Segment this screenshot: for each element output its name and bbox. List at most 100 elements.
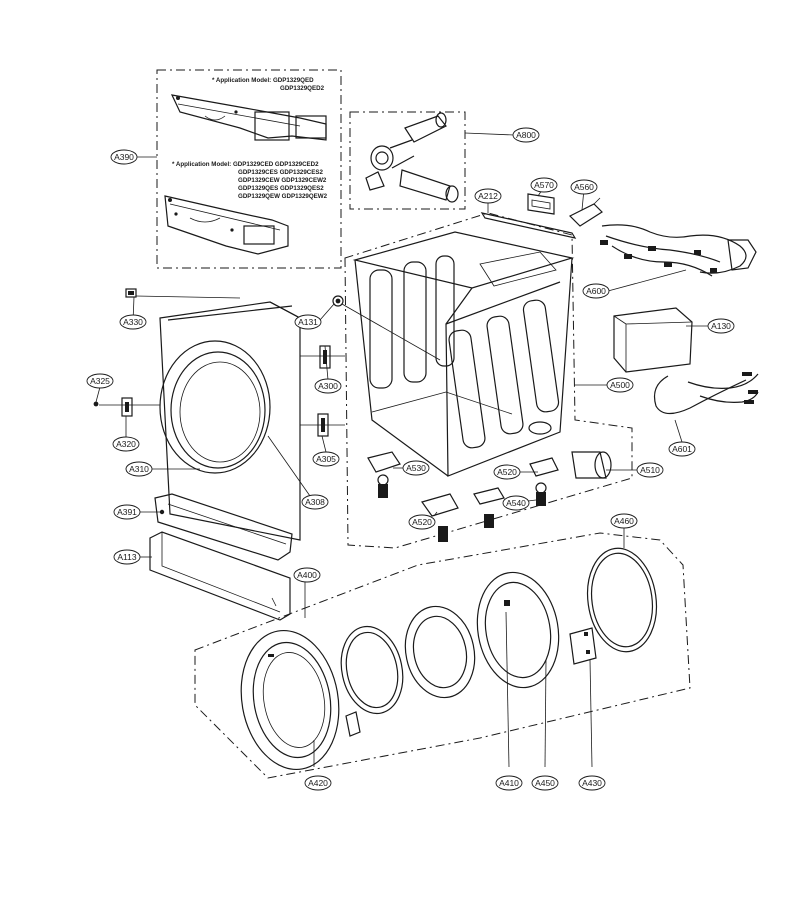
svg-text:A131: A131 [298,317,318,327]
a800-duct-box [349,111,466,210]
svg-text:A325: A325 [90,376,110,386]
svg-text:A430: A430 [582,778,602,788]
callout-a530: A530 [402,460,430,476]
callout-a130: A130 [707,318,735,334]
svg-text:A570: A570 [534,180,554,190]
callout-a330: A330 [119,314,147,330]
callout-a310: A310 [125,461,153,477]
a130-control-panel-box [613,307,693,373]
callout-a420: A420 [304,775,332,791]
door-gasket-ring [340,625,404,715]
callout-a600: A600 [582,283,610,299]
callout-a450: A450 [531,775,559,791]
a390-note-top-line2: GDP1329QED2 [280,85,325,92]
a131-grommet [332,295,344,307]
svg-text:A520: A520 [497,467,517,477]
svg-text:A308: A308 [305,497,325,507]
a390-bracket-upper [170,94,327,141]
a430-hinge-plate [569,627,597,665]
a450-inner-door-frame [476,571,560,689]
cabinet-group-boundary [344,212,633,549]
a390-bracket-lower [164,195,289,255]
callout-a510: A510 [636,462,664,478]
callout-a520-front: A520 [408,514,436,530]
a570-bracket [527,193,555,215]
callout-a800: A800 [512,127,540,143]
callout-a540: A540 [502,495,530,511]
a320-strike [121,397,133,417]
callout-a560: A560 [570,179,598,195]
svg-text:A500: A500 [610,380,630,390]
callout-a308: A308 [301,494,329,510]
svg-text:A330: A330 [123,317,143,327]
callout-a300: A300 [314,378,342,394]
a560-clip [568,197,603,227]
a212-top-rail [480,212,577,239]
svg-text:A300: A300 [318,381,338,391]
a460-door-ring [586,547,658,653]
svg-text:A310: A310 [129,464,149,474]
svg-text:A601: A601 [672,444,692,454]
callout-a430: A430 [578,775,606,791]
svg-text:A530: A530 [406,463,426,473]
a500-cabinet [352,231,575,477]
a390-option-box [156,69,342,269]
callout-a113: A113 [113,549,141,565]
callout-a391: A391 [113,504,141,520]
callout-a400: A400 [293,567,321,583]
svg-text:A800: A800 [516,130,536,140]
callout-a131: A131 [294,314,322,330]
a520-leg-bracket-front [421,487,505,542]
callout-a305: A305 [312,451,340,467]
svg-text:A510: A510 [640,465,660,475]
svg-text:A520: A520 [412,517,432,527]
svg-text:A113: A113 [117,552,136,562]
callout-a460: A460 [610,513,638,529]
svg-text:A212: A212 [478,191,498,201]
callout-a500: A500 [606,377,634,393]
a113-kick-panel [149,531,291,621]
a600-wire-harness [600,224,757,277]
svg-text:A450: A450 [535,778,555,788]
a390-note-bottom-line4: GDP1329QES GDP1329QES2 [238,185,324,192]
a420-door-frame [240,629,340,771]
door-glass [404,605,476,699]
callout-a410: A410 [495,775,523,791]
svg-text:A305: A305 [316,454,336,464]
a510-duct-pipe [571,451,612,479]
a530-leg-bracket [367,451,401,498]
svg-text:A460: A460 [614,516,634,526]
a520-leg-bracket-rear [529,457,559,477]
svg-text:A400: A400 [297,570,317,580]
a390-note-bottom-line3: GDP1329CEW GDP1329CEW2 [238,177,327,184]
callout-a601: A601 [668,441,696,457]
leader-lines [95,132,708,768]
door-group-boundary [194,532,691,779]
a540-foot [535,482,547,506]
callout-a212: A212 [474,188,502,204]
callout-a520-rear: A520 [493,464,521,480]
callout-a325: A325 [86,373,114,389]
callout-a320: A320 [112,436,140,452]
a390-note-top-title: * Application Model: GDP1329QED [212,77,314,84]
svg-text:A560: A560 [574,182,594,192]
svg-text:A540: A540 [506,498,526,508]
a601-power-cord [653,372,759,415]
svg-text:A130: A130 [711,321,731,331]
svg-text:A420: A420 [308,778,328,788]
a390-note-bottom-line5: GDP1329QEW GDP1329QEW2 [238,193,328,200]
svg-text:A410: A410 [499,778,519,788]
svg-text:A600: A600 [586,286,606,296]
svg-text:A320: A320 [116,439,136,449]
a420-handle [345,711,361,737]
a330-latch [125,288,137,298]
a325-screw [93,401,99,407]
callout-a570: A570 [530,177,558,193]
a391-bracket [154,493,293,561]
a800-exhaust-duct [365,112,459,203]
callout-a390: A390 [110,149,138,165]
a390-note-bottom-title: * Application Model: GDP1329CED GDP1329C… [172,161,319,168]
svg-text:A391: A391 [117,507,137,517]
svg-text:A390: A390 [114,152,134,162]
